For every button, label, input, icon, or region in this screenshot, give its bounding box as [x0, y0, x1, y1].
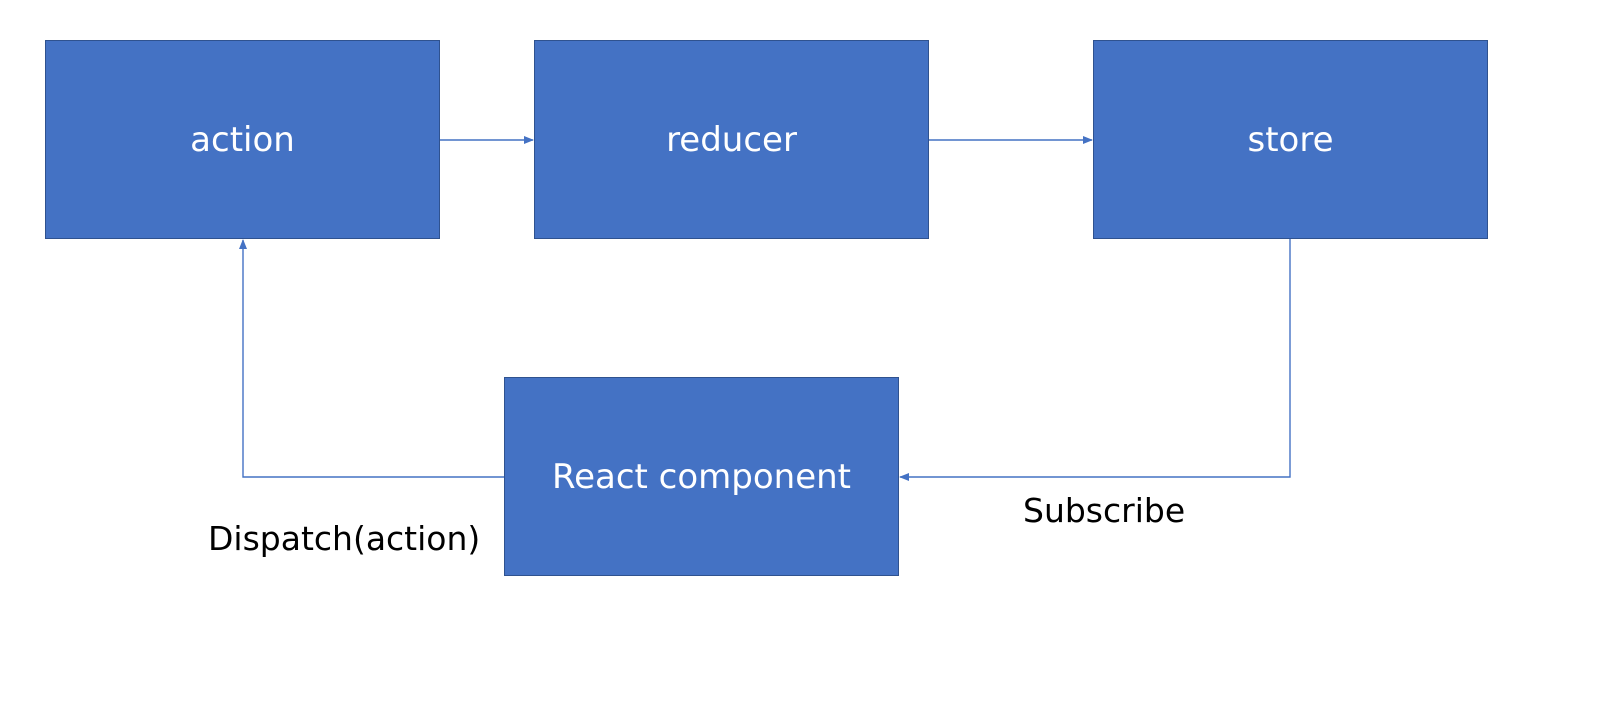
- react-component-node: React component: [504, 377, 899, 576]
- action-node: action: [45, 40, 440, 239]
- react-component-node-label: React component: [551, 456, 852, 497]
- edge-react-component-to-action: [239, 239, 504, 478]
- dispatch-edge-label: Dispatch(action): [208, 519, 481, 558]
- subscribe-edge-label: Subscribe: [1023, 491, 1186, 530]
- edge-store-to-react-component: [899, 239, 1291, 481]
- store-node: store: [1093, 40, 1488, 239]
- store-node-label: store: [1247, 119, 1334, 160]
- reducer-node: reducer: [534, 40, 929, 239]
- reducer-node-label: reducer: [666, 119, 797, 160]
- action-node-label: action: [190, 119, 295, 160]
